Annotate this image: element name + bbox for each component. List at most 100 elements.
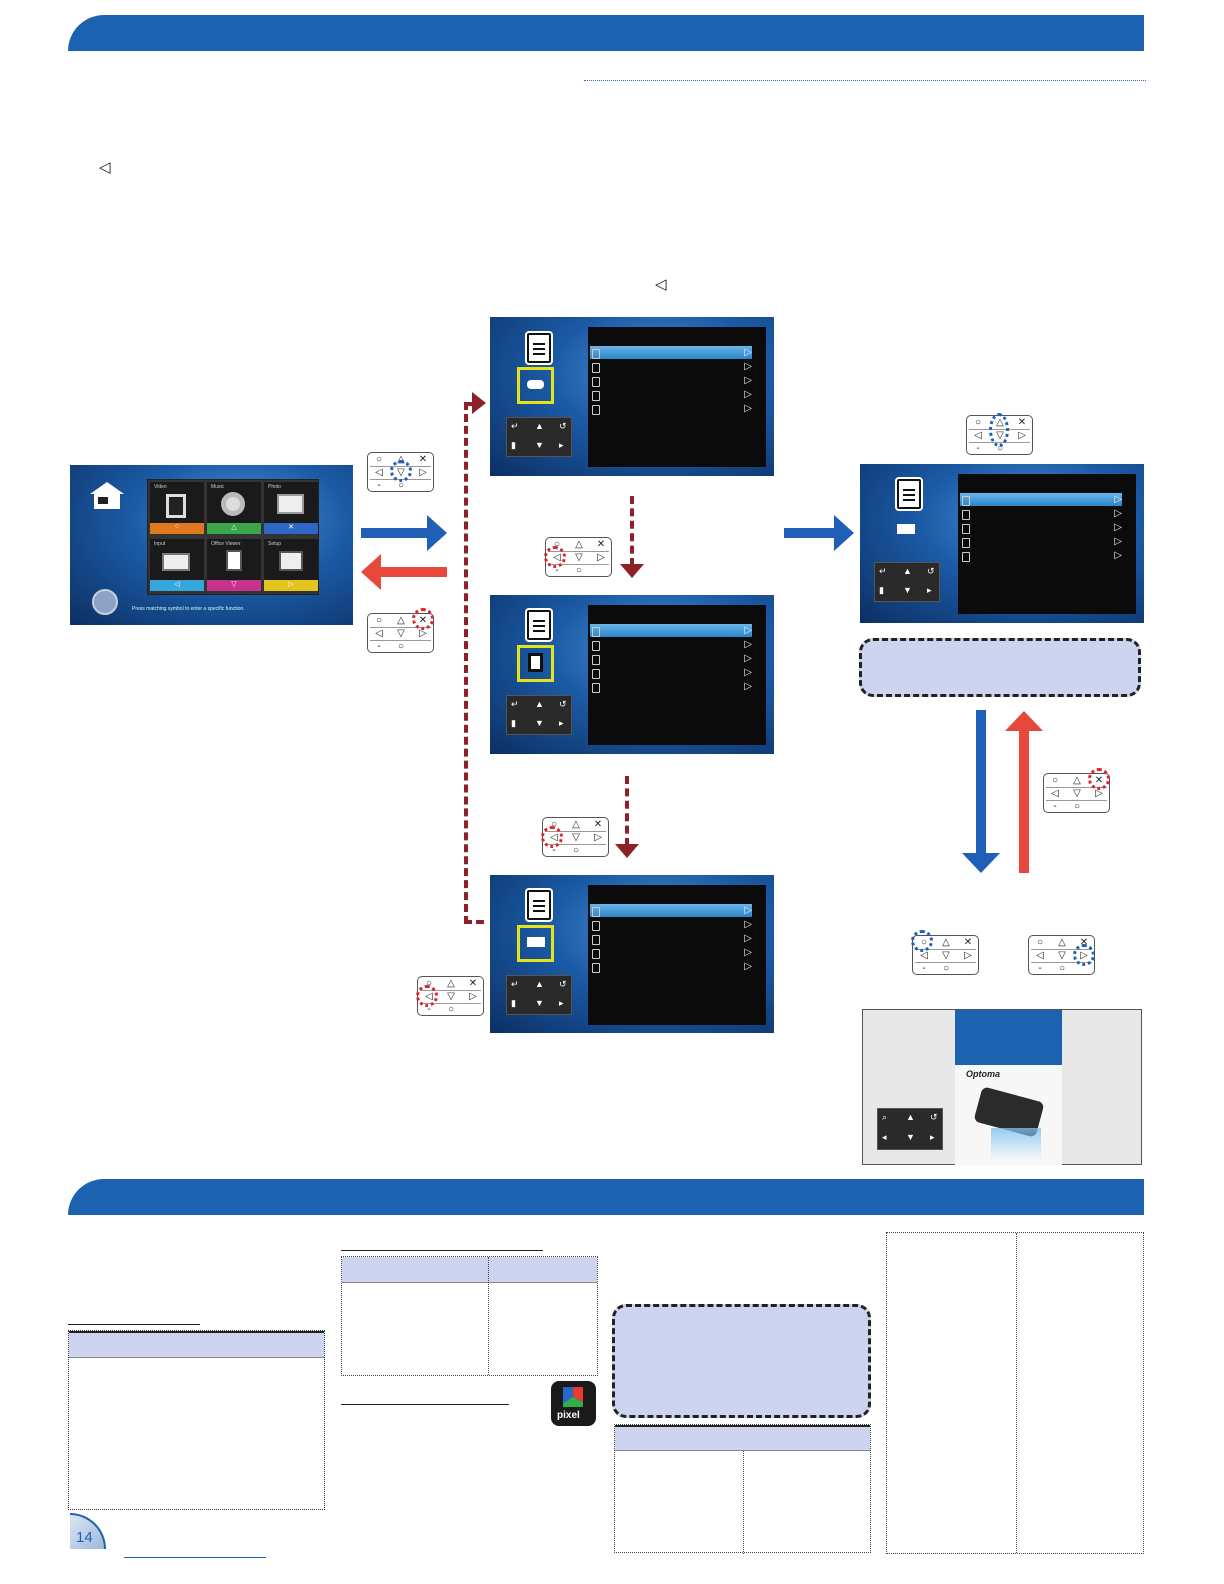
- control-pad: ↵▲↺ ▮▼▸: [506, 695, 572, 735]
- file-list-panel: ▷ ▷ ▷ ▷ ▷: [958, 474, 1136, 614]
- file-row[interactable]: ▷: [592, 403, 752, 417]
- file-row[interactable]: ▷: [592, 389, 752, 403]
- tile-music-key: △: [207, 523, 261, 534]
- dashed-loop-bottom: [464, 920, 484, 924]
- document-large-icon: [895, 477, 923, 511]
- tile-photo-key: ✕: [264, 523, 318, 534]
- file-icon: [592, 391, 600, 401]
- file-row[interactable]: ▷: [592, 375, 752, 389]
- play-icon: ▷: [1114, 494, 1122, 505]
- play-icon: ▷: [744, 347, 752, 358]
- remote-keypad-close: ○△✕ ◁▽▷ -○: [367, 608, 434, 653]
- play-icon: ▷: [744, 667, 752, 678]
- remote-keypad-updown: ○△✕ ◁▽▷ -○: [966, 413, 1033, 455]
- tile-setup[interactable]: Setup ▷: [264, 539, 318, 591]
- file-row[interactable]: ▷: [592, 653, 752, 667]
- file-row[interactable]: ▷: [592, 947, 752, 961]
- play-icon: ▷: [744, 625, 752, 636]
- dashed-loop-head: [472, 392, 486, 414]
- file-list-panel: ▷ ▷ ▷ ▷ ▷: [588, 327, 766, 467]
- arrow-down-blue: [976, 710, 986, 854]
- play-icon: ▷: [1114, 536, 1122, 547]
- file-row[interactable]: ▷: [592, 361, 752, 375]
- file-row[interactable]: ▷: [592, 961, 752, 975]
- home-icon: [90, 482, 124, 510]
- file-row[interactable]: ▷: [592, 639, 752, 653]
- dotted-divider: [584, 80, 1146, 81]
- file-icon: [592, 921, 600, 931]
- table-right-small: [614, 1424, 871, 1554]
- tile-setup-key: ▷: [264, 580, 318, 591]
- file-icon: [962, 538, 970, 548]
- control-pad: ↵▲↺ ▮▼▸: [874, 562, 940, 602]
- tile-office-viewer[interactable]: Office Viewer ▽: [207, 539, 261, 591]
- play-icon: ▷: [1114, 508, 1122, 519]
- picture-icon: [277, 494, 304, 514]
- file-row[interactable]: ▷: [592, 933, 752, 947]
- film-icon: [166, 494, 186, 518]
- remote-keypad-down: ○△✕ ◁▽▷ -○: [367, 452, 434, 492]
- left-triangle-symbol-2: ◁: [655, 276, 667, 293]
- arrow-up-red-head: [1005, 711, 1043, 731]
- table-left: [68, 1330, 325, 1510]
- home-screen: Video ○ Music △ Photo ✕ Input ◁ Office V…: [70, 465, 353, 625]
- file-icon: [592, 641, 600, 651]
- file-row[interactable]: ▷: [592, 905, 752, 919]
- play-icon: ▷: [1114, 550, 1122, 561]
- file-row[interactable]: ▷: [962, 550, 1122, 564]
- footer-line: [124, 1557, 266, 1558]
- file-row[interactable]: ▷: [962, 522, 1122, 536]
- file-browser-screen-internal: ↵▲↺ ▮▼▸ ▷ ▷ ▷ ▷ ▷: [490, 875, 774, 1033]
- table-middle: [341, 1256, 598, 1376]
- disc-icon: [221, 492, 245, 516]
- file-row-selected[interactable]: [590, 346, 752, 359]
- underline-2: [341, 1250, 543, 1251]
- file-row[interactable]: ▷: [962, 536, 1122, 550]
- file-browser-screen-sd: ↵▲↺ ▮▼▸ ▷ ▷ ▷ ▷ ▷: [490, 595, 774, 754]
- highlight-ring: [544, 546, 566, 568]
- internal-memory-icon: [897, 524, 915, 534]
- hand-keypad-icon: [92, 589, 118, 615]
- highlight-ring: [541, 826, 563, 848]
- file-browser-screen-result: ↵▲↺ ▮▼▸ ▷ ▷ ▷ ▷ ▷: [860, 464, 1144, 623]
- play-icon: ▷: [744, 961, 752, 972]
- file-row[interactable]: ▷: [592, 681, 752, 695]
- app-preview-panel: Optoma ⌕▲↺ ◂▼▸: [862, 1009, 1142, 1165]
- selection-highlight: [517, 367, 554, 404]
- file-row[interactable]: ▷: [592, 919, 752, 933]
- file-icon: [592, 627, 600, 637]
- document-large-icon: [525, 608, 553, 642]
- file-icon: [592, 405, 600, 415]
- tile-input[interactable]: Input ◁: [150, 539, 204, 591]
- highlight-ring: [390, 460, 412, 482]
- app-control-pad[interactable]: ⌕▲↺ ◂▼▸: [877, 1108, 943, 1150]
- remote-keypad-left-3: ○△✕ ◁▽▷ -○: [416, 976, 484, 1016]
- file-row[interactable]: ▷: [962, 494, 1122, 508]
- tile-video[interactable]: Video ○: [150, 482, 204, 534]
- file-row-selected[interactable]: [590, 904, 752, 917]
- arrow-right-blue-2: [784, 515, 854, 551]
- play-icon: ▷: [744, 403, 752, 414]
- highlight-ring: [1073, 944, 1095, 966]
- remote-keypad-circle: ○△✕ ◁▽▷ -○: [911, 930, 979, 975]
- file-icon: [592, 349, 600, 359]
- file-row[interactable]: ▷: [592, 625, 752, 639]
- tile-photo[interactable]: Photo ✕: [264, 482, 318, 534]
- file-icon: [592, 363, 600, 373]
- play-icon: ▷: [744, 905, 752, 916]
- file-icon: [592, 963, 600, 973]
- remote-keypad-left-1: ○△✕ ◁▽▷ -○: [544, 537, 612, 577]
- file-row-selected[interactable]: [590, 624, 752, 637]
- arrow-left-red: [361, 554, 447, 590]
- tile-music[interactable]: Music △: [207, 482, 261, 534]
- file-row[interactable]: ▷: [962, 508, 1122, 522]
- file-row-selected[interactable]: [960, 493, 1122, 506]
- selection-highlight: [517, 645, 554, 682]
- remote-keypad-right: ○△✕ ◁▽▷ -○: [1028, 935, 1095, 975]
- dashed-loop-top: [464, 402, 472, 406]
- file-row[interactable]: ▷: [592, 667, 752, 681]
- tools-icon: [279, 551, 303, 571]
- app-preview-blue-block: [955, 1010, 1062, 1065]
- file-row[interactable]: ▷: [592, 347, 752, 361]
- dashed-arrow-head-1: [620, 564, 644, 578]
